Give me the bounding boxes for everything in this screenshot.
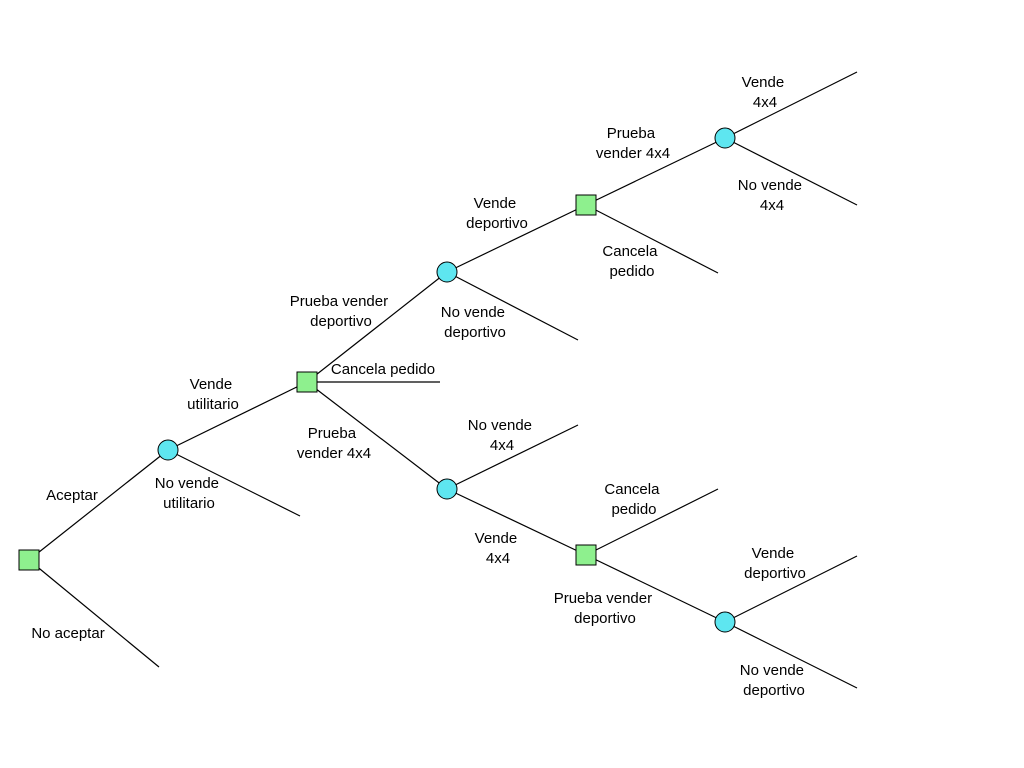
edge-prueba-vender-deportivo-1 bbox=[306, 271, 448, 383]
edge-no-aceptar bbox=[28, 559, 160, 668]
label-vende-deportivo-2: Vende deportivo bbox=[744, 545, 806, 582]
edge-no-vende-deportivo-2 bbox=[724, 621, 858, 689]
label-prueba-vender-4x4-2: Prueba vender 4x4 bbox=[596, 125, 670, 162]
edge-vende-4x4-2 bbox=[446, 488, 587, 556]
edge-prueba-vender-4x4-1 bbox=[306, 381, 448, 490]
label-vende-4x4-1: Vende 4x4 bbox=[742, 74, 789, 111]
label-no-aceptar: No aceptar bbox=[31, 625, 104, 642]
edge-no-vende-4x4-2 bbox=[446, 424, 579, 490]
label-vende-deportivo-1: Vende deportivo bbox=[466, 195, 528, 232]
label-no-vende-utilitario: No vende utilitario bbox=[155, 475, 223, 512]
edge-cancela-pedido-2 bbox=[585, 204, 719, 274]
edge-vende-4x4-1 bbox=[724, 71, 858, 139]
decision-node-2 bbox=[296, 371, 318, 393]
edge-cancela-pedido-3 bbox=[585, 488, 719, 556]
label-prueba-vender-deportivo-1: Prueba vender deportivo bbox=[290, 293, 393, 330]
label-vende-4x4-2: Vende 4x4 bbox=[475, 530, 522, 567]
edge-vende-deportivo-2 bbox=[724, 555, 858, 623]
label-vende-utilitario: Vende utilitario bbox=[187, 376, 239, 413]
label-cancela-pedido-2: Cancela pedido bbox=[602, 243, 661, 280]
label-no-vende-4x4-1: No vende 4x4 bbox=[738, 177, 806, 214]
label-no-vende-deportivo-1: No vende deportivo bbox=[441, 304, 509, 341]
chance-node-4x4-2 bbox=[436, 478, 458, 500]
label-cancela-pedido-1: Cancela pedido bbox=[331, 361, 435, 378]
edge-vende-utilitario bbox=[167, 381, 308, 451]
edge-vende-deportivo-1 bbox=[446, 204, 587, 273]
chance-node-utilitario bbox=[157, 439, 179, 461]
label-no-vende-4x4-2: No vende 4x4 bbox=[468, 417, 536, 454]
label-prueba-vender-4x4-1: Prueba vender 4x4 bbox=[297, 425, 371, 462]
edge-prueba-vender-deportivo-2 bbox=[585, 554, 726, 623]
decision-node-4 bbox=[575, 544, 597, 566]
label-aceptar: Aceptar bbox=[46, 487, 98, 504]
chance-node-deportivo-2 bbox=[714, 611, 736, 633]
label-prueba-vender-deportivo-2: Prueba vender deportivo bbox=[554, 590, 657, 627]
edge-prueba-vender-4x4-2 bbox=[585, 137, 726, 206]
edge-no-vende-utilitario bbox=[167, 449, 301, 517]
decision-node-root bbox=[18, 549, 40, 571]
decision-node-3 bbox=[575, 194, 597, 216]
label-cancela-pedido-3: Cancela pedido bbox=[604, 481, 663, 518]
edge-no-vende-deportivo-1 bbox=[446, 271, 579, 341]
label-no-vende-deportivo-2: No vende deportivo bbox=[740, 662, 808, 699]
chance-node-deportivo-1 bbox=[436, 261, 458, 283]
edge-no-vende-4x4-1 bbox=[724, 137, 858, 206]
chance-node-4x4-1 bbox=[714, 127, 736, 149]
edge-aceptar bbox=[28, 449, 169, 561]
